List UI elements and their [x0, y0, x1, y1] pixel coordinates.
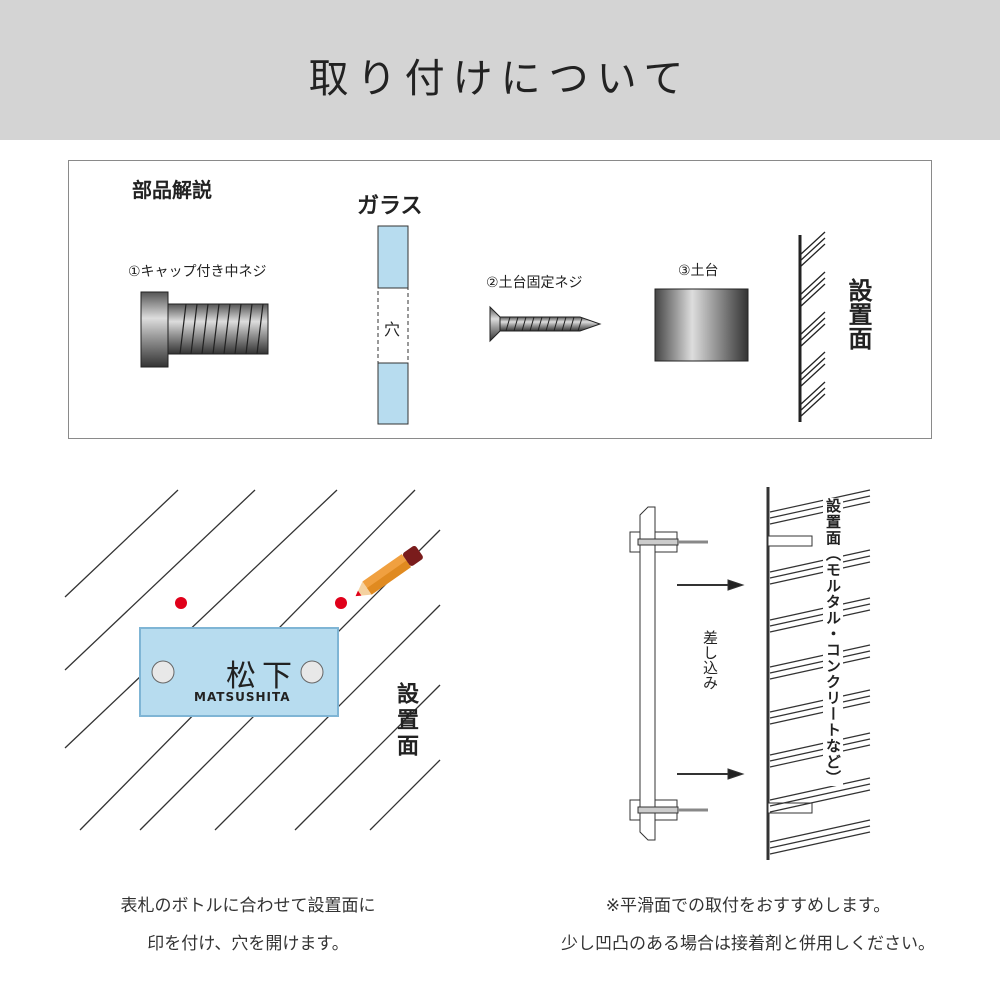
mark-dot-left	[175, 597, 187, 609]
pencil-icon	[355, 545, 423, 597]
base-screw-icon	[489, 305, 602, 343]
glass-icon	[377, 225, 409, 425]
install-diagram	[629, 487, 871, 860]
cap-screw-label: ①キャップ付き中ネジ	[128, 264, 267, 280]
base-icon	[654, 288, 749, 362]
page-title: 取り付けについて	[308, 56, 692, 102]
parts-heading: 部品解説	[132, 178, 212, 202]
marking-surface-label: 設置面	[393, 682, 418, 760]
standoff-right	[300, 660, 324, 684]
install-caption-1: ※平滑面での取付をおすすめします。	[605, 896, 891, 916]
base-screw-label: ②土台固定ネジ	[486, 275, 583, 291]
marking-caption-2: 印を付け、穴を開けます。	[147, 934, 349, 954]
parts-surface-label: 設置面	[844, 278, 872, 350]
install-caption-2: 少し凹凸のある場合は接着剤と併用しください。	[561, 934, 935, 954]
cap-screw-icon	[140, 291, 269, 368]
mark-dot-right	[335, 597, 347, 609]
nameplate-kanji: 松下	[226, 659, 298, 694]
install-surface-label: 設置面（モルタル・コンクリートなど）	[823, 498, 843, 786]
base-label: ③土台	[678, 263, 719, 279]
nameplate-romaji: MATSUSHITA	[194, 690, 291, 704]
insert-label: 差し込み	[701, 630, 719, 690]
hole-label: 穴	[384, 320, 401, 339]
header-banner	[0, 0, 1000, 140]
marking-caption-1: 表札のボトルに合わせて設置面に	[120, 896, 376, 916]
glass-label: ガラス	[357, 194, 423, 219]
parts-panel	[68, 160, 932, 439]
standoff-left	[151, 660, 175, 684]
wall-icon	[798, 231, 826, 422]
